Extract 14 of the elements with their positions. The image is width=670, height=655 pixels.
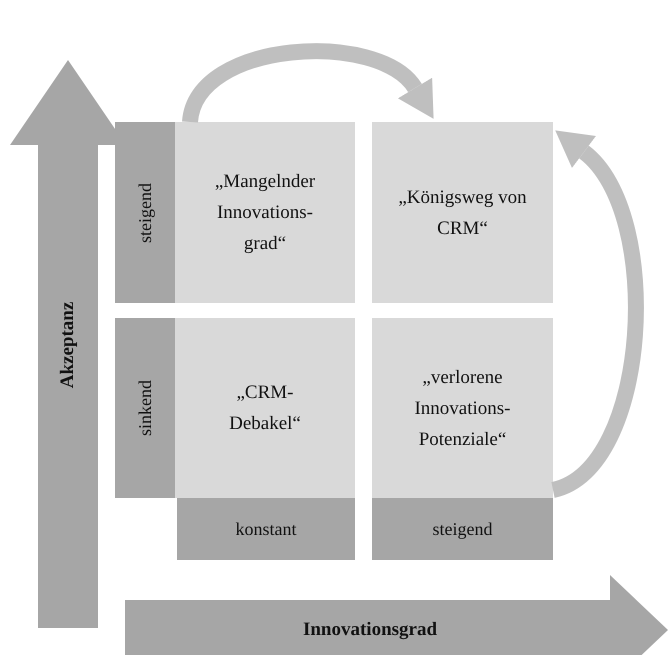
quadrant-box [372,318,553,498]
quadrant-box [175,318,355,498]
quadrant-box [372,122,553,303]
quadrant-label: „verlorene Innovations-Potenziale“ [413,366,512,452]
header-label: steigend [134,182,156,242]
header-label: konstant [236,518,296,540]
quadrant-label: „CRM-Debakel“ [228,381,302,436]
quadrant-box [175,122,355,303]
quadrant-label: „Königsweg von CRM“ [398,186,528,240]
axis-label: Akzeptanz [57,302,79,388]
header-label: steigend [432,518,492,540]
axis-label: Innovationsgrad [302,619,438,641]
quadrant-label: „Mangelnder Innovations-grad“ [214,170,316,256]
header-label: sinkend [134,380,156,436]
